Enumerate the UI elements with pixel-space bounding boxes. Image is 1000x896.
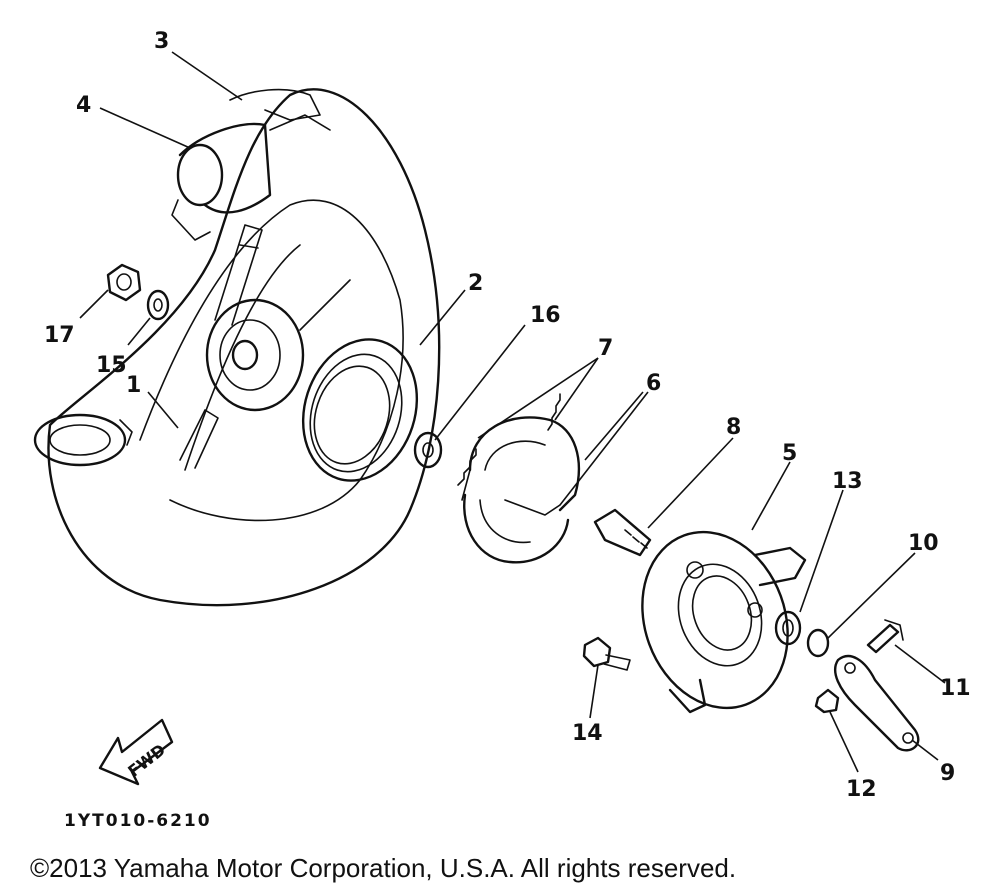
fwd-arrow: FWD — [98, 718, 174, 786]
callout-8: 8 — [726, 415, 741, 440]
callout-9: 9 — [940, 761, 955, 786]
wheel-hub-drawing — [33, 88, 441, 607]
callout-2: 2 — [468, 271, 483, 296]
washer-drawing — [413, 431, 443, 469]
callout-1: 1 — [126, 373, 141, 398]
small-parts-drawing — [106, 263, 920, 752]
callout-11: 11 — [940, 676, 971, 701]
camshaft-drawing — [593, 508, 652, 557]
callout-5: 5 — [782, 441, 797, 466]
callout-3: 3 — [154, 29, 169, 54]
brake-drum-ring-drawing — [301, 338, 419, 482]
callout-4: 4 — [76, 93, 91, 118]
callout-17: 17 — [44, 323, 75, 348]
callout-labels: 1 2 3 4 5 6 7 8 9 10 11 12 13 14 15 16 1… — [44, 29, 971, 802]
callout-12: 12 — [846, 777, 877, 802]
callout-7: 7 — [598, 336, 613, 361]
diagram-code: 1YT010-6210 — [64, 811, 212, 831]
callout-15: 15 — [96, 353, 127, 378]
callout-13: 13 — [832, 469, 863, 494]
callout-16: 16 — [530, 303, 561, 328]
brake-shoes-drawing — [457, 393, 580, 564]
callout-14: 14 — [572, 721, 603, 746]
copyright-text: ©2013 Yamaha Motor Corporation, U.S.A. A… — [30, 853, 736, 883]
brake-shoe-plate-drawing — [641, 530, 807, 714]
callout-10: 10 — [908, 531, 939, 556]
leader-lines — [79, 51, 946, 773]
callout-6: 6 — [646, 371, 661, 396]
